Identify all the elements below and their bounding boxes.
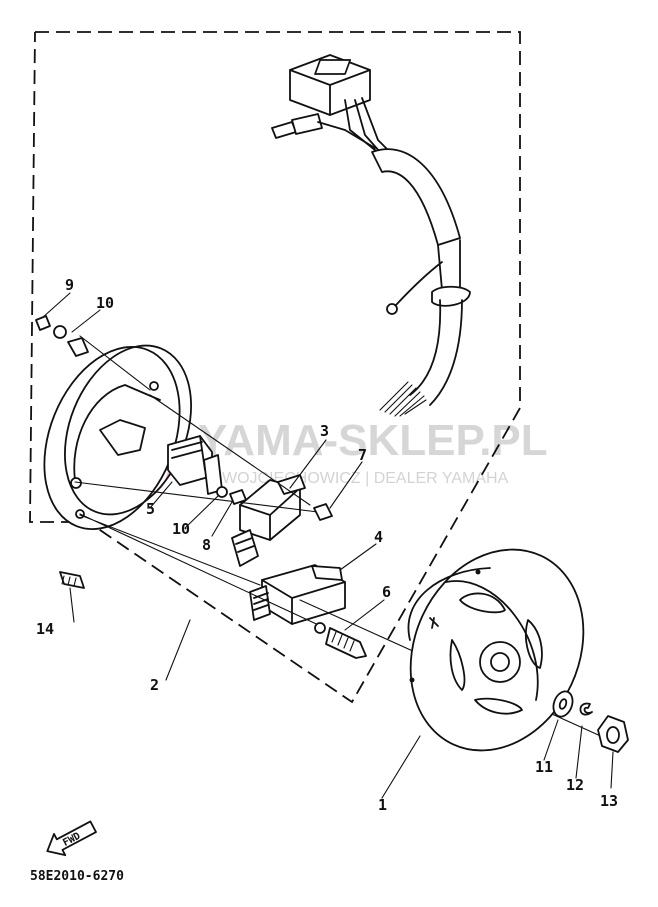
callout-labels: 9 10 3 7 5 10 8 4 6 2 14 11 12 13 1 xyxy=(36,276,618,814)
callout-6: 6 xyxy=(382,583,391,601)
callout-4: 4 xyxy=(374,528,383,546)
callout-13: 13 xyxy=(600,792,618,810)
wire-harness xyxy=(271,54,471,417)
callout-2: 2 xyxy=(150,676,159,694)
callout-3: 3 xyxy=(320,422,329,440)
rotor-fasteners xyxy=(552,690,629,753)
lock-washer-part-12 xyxy=(579,702,593,716)
callout-8: 8 xyxy=(202,536,211,554)
callout-7: 7 xyxy=(358,446,367,464)
clamp-part-10-mid xyxy=(216,486,228,498)
callout-14: 14 xyxy=(36,620,54,638)
coil-part-5 xyxy=(167,435,223,495)
diagram-code: 58E2010-6270 xyxy=(30,869,124,884)
stator-plate xyxy=(43,344,192,530)
screw-part-6 xyxy=(314,622,367,659)
callout-9: 9 xyxy=(65,276,74,294)
watermark: YAMA-SKLEP.PL WOJCIECHOWICZ | DEALER YAM… xyxy=(89,416,548,503)
screw-part-7 xyxy=(313,503,333,521)
hardware xyxy=(35,315,367,659)
callout-12: 12 xyxy=(566,776,584,794)
callout-10-mid: 10 xyxy=(172,520,190,538)
watermark-title: YAMA-SKLEP.PL xyxy=(198,416,548,465)
screw-part-8 xyxy=(229,489,247,505)
coil-part-3 xyxy=(231,474,306,567)
screw-part-14 xyxy=(59,571,85,589)
callout-1: 1 xyxy=(378,796,387,814)
coil-part-4 xyxy=(249,564,346,625)
leader-lines xyxy=(41,292,614,799)
rotor-part-1 xyxy=(407,548,585,752)
callout-10-top: 10 xyxy=(96,294,114,312)
nut-part-13 xyxy=(597,715,629,753)
forward-direction-arrow: FWD xyxy=(46,820,97,857)
callout-5: 5 xyxy=(146,500,155,518)
screw-part-9 xyxy=(35,315,51,331)
stator-assembly-boundary xyxy=(29,31,521,704)
callout-11: 11 xyxy=(535,758,553,776)
clamp-part-10-top xyxy=(53,325,67,339)
washer-part-11 xyxy=(552,690,574,718)
